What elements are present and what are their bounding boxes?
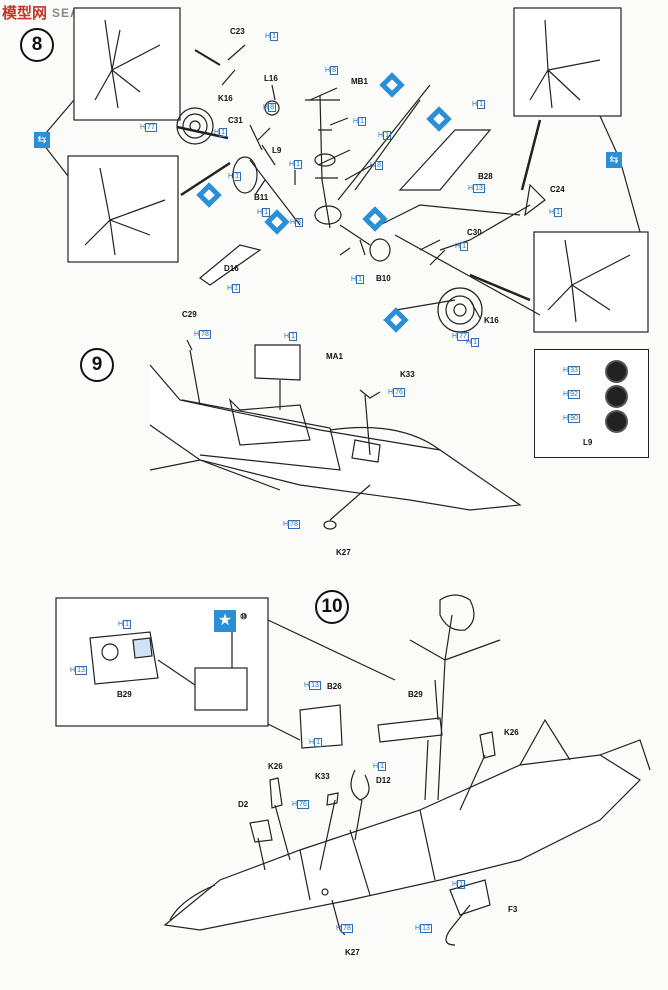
part-label-b26: B26 xyxy=(327,682,342,691)
part-label-l16: L16 xyxy=(264,74,278,83)
part-label-k27: K27 xyxy=(336,548,351,557)
part-label-d2: D2 xyxy=(238,800,249,809)
lens-color-dot xyxy=(605,410,628,433)
part-label-d12: D12 xyxy=(376,776,391,785)
part-label-k16: K16 xyxy=(484,316,499,325)
part-label-c31: C31 xyxy=(228,116,243,125)
decal-number: ⑩ xyxy=(240,612,248,621)
lens-color-dot xyxy=(605,360,628,383)
decal-star-icon: ★ xyxy=(214,610,236,632)
ref-box-4 xyxy=(533,231,649,333)
lens-color-dot xyxy=(605,385,628,408)
part-label-b29: B29 xyxy=(408,690,423,699)
step-number-8: 8 xyxy=(20,28,54,62)
part-label-b10: B10 xyxy=(376,274,391,283)
part-label-mb1: MB1 xyxy=(351,77,368,86)
part-label-c24: C24 xyxy=(550,185,565,194)
part-label-b11: B11 xyxy=(254,193,269,202)
part-label-c30: C30 xyxy=(467,228,482,237)
step-number-10: 10 xyxy=(315,590,349,624)
part-label-k33: K33 xyxy=(400,370,415,379)
part-label-c29: C29 xyxy=(182,310,197,319)
part-label-b29: B29 xyxy=(117,690,132,699)
part-label-k27: K27 xyxy=(345,948,360,957)
l9-box-label: L9 xyxy=(583,438,593,447)
ref-box-1 xyxy=(73,7,181,121)
part-label-l9: L9 xyxy=(272,146,282,155)
part-label-ma1: MA1 xyxy=(326,352,343,361)
part-label-k26: K26 xyxy=(504,728,519,737)
part-label-b28: B28 xyxy=(478,172,493,181)
step-number-9: 9 xyxy=(80,348,114,382)
part-label-k33: K33 xyxy=(315,772,330,781)
site-logo: 模型网 xyxy=(2,5,48,22)
ref-box-2 xyxy=(67,155,179,263)
part-label-d16: D16 xyxy=(224,264,239,273)
part-label-k16: K16 xyxy=(218,94,233,103)
part-label-f3: F3 xyxy=(508,905,518,914)
part-label-c23: C23 xyxy=(230,27,245,36)
ref-arrow-right-icon: ⇆ xyxy=(606,152,622,168)
ref-arrow-left-icon: ⇆ xyxy=(34,132,50,148)
part-label-k26: K26 xyxy=(268,762,283,771)
